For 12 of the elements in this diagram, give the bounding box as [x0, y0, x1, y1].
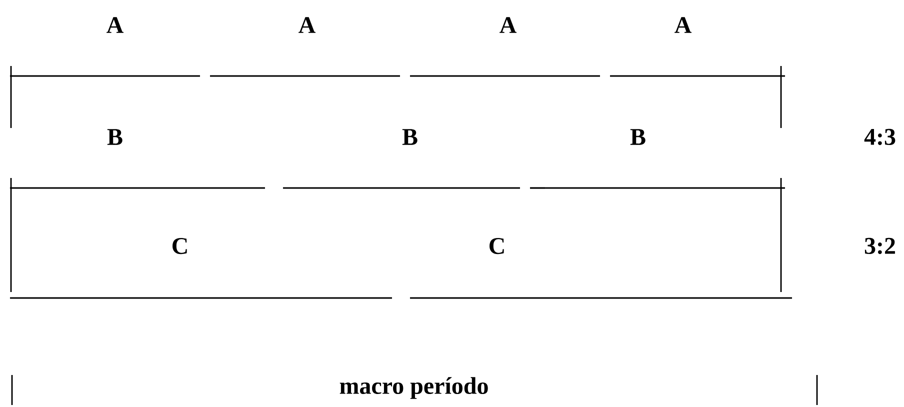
segment-label: A [674, 17, 692, 33]
segment-label: C [490, 238, 504, 254]
segment-label: C [172, 238, 187, 254]
segment-label: A [500, 17, 516, 33]
ratio-label: 4:3 [864, 128, 896, 146]
period-label: macro período [340, 377, 488, 399]
segment-label: B [402, 129, 418, 145]
segment-label: A [106, 17, 124, 33]
ratio-label: 3:2 [864, 238, 895, 254]
segment-label: B [630, 129, 646, 145]
segment-label: A [298, 17, 316, 33]
segment-label: B [107, 129, 122, 145]
